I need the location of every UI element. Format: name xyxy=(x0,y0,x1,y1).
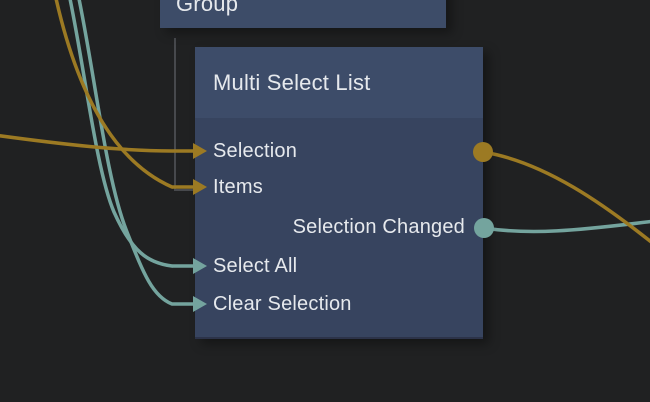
hierarchy-connector-horizontal xyxy=(174,189,195,191)
node-title: Multi Select List xyxy=(213,70,371,95)
input-arrow-icon-clear-selection[interactable] xyxy=(172,295,208,313)
input-arrow-icon-selection[interactable] xyxy=(172,142,208,160)
wire-to-items[interactable] xyxy=(54,0,174,189)
port-label-selection-changed[interactable]: Selection Changed xyxy=(292,216,465,238)
port-label-items[interactable]: Items xyxy=(213,176,263,198)
output-port-dot-selection[interactable] xyxy=(473,142,493,162)
input-arrow-icon-select-all[interactable] xyxy=(172,257,208,275)
wire-to-clear-selection[interactable] xyxy=(77,0,174,306)
node-multi-select-list[interactable]: Multi Select List Selection Items Select… xyxy=(172,47,494,339)
wire-to-selection[interactable] xyxy=(0,134,174,153)
input-arrow-icon-items[interactable] xyxy=(172,178,208,196)
node-header[interactable] xyxy=(195,47,483,118)
node-group-title: Group xyxy=(176,0,239,16)
wire-to-select-all[interactable] xyxy=(68,0,174,268)
node-group[interactable]: Group xyxy=(160,0,446,28)
port-label-select-all[interactable]: Select All xyxy=(213,255,298,277)
wire-from-selection-output[interactable] xyxy=(481,150,650,245)
hierarchy-connector-vertical xyxy=(174,38,176,191)
port-label-selection[interactable]: Selection xyxy=(213,140,298,162)
output-port-dot-selection-changed[interactable] xyxy=(474,218,494,238)
port-label-clear-selection[interactable]: Clear Selection xyxy=(213,293,352,315)
